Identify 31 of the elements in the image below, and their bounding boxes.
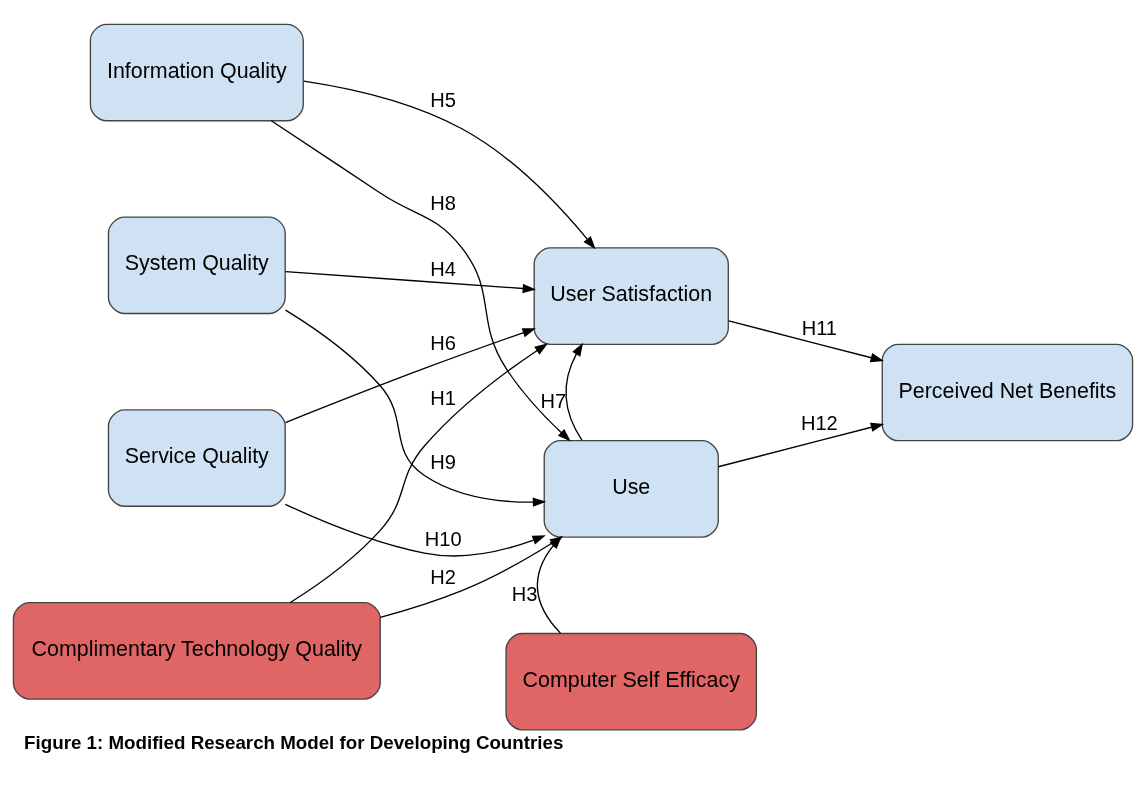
arrow [289, 343, 548, 604]
arrow [270, 120, 571, 442]
node-box: Service Quality [107, 409, 286, 507]
node-box: System Quality [107, 216, 286, 315]
arrow [565, 342, 584, 441]
edge-label: H10 [424, 528, 462, 551]
edge-label: H7 [540, 390, 567, 413]
node-box: Use [543, 440, 719, 538]
edge-label: H9 [430, 450, 456, 473]
arrow [284, 270, 537, 294]
edge-label: H4 [430, 258, 456, 281]
caption: Figure 1: Modified Research Model for Developing Countries [24, 731, 564, 753]
node-box: Information Quality [89, 23, 304, 122]
node-box: Perceived Net Benefits [881, 343, 1134, 442]
node-box: Complimentary Technology Quality [12, 602, 381, 700]
arrow [717, 422, 885, 468]
edge-label: H11 [801, 316, 837, 339]
edge-label: H12 [800, 411, 838, 434]
edge-label: H5 [430, 89, 456, 112]
node-box: Computer Self Efficacy [505, 632, 758, 731]
arrow [284, 328, 536, 424]
arrow [728, 320, 884, 363]
edge-label: H1 [430, 386, 456, 409]
arrow [284, 309, 547, 507]
edge-label: H8 [430, 192, 456, 215]
arrow [303, 80, 596, 250]
edge-label: H2 [430, 565, 456, 588]
arrow [284, 503, 546, 557]
node-box: User Satisfaction [533, 247, 729, 345]
edge-label: H6 [430, 331, 456, 354]
edge-label: H3 [511, 583, 538, 606]
